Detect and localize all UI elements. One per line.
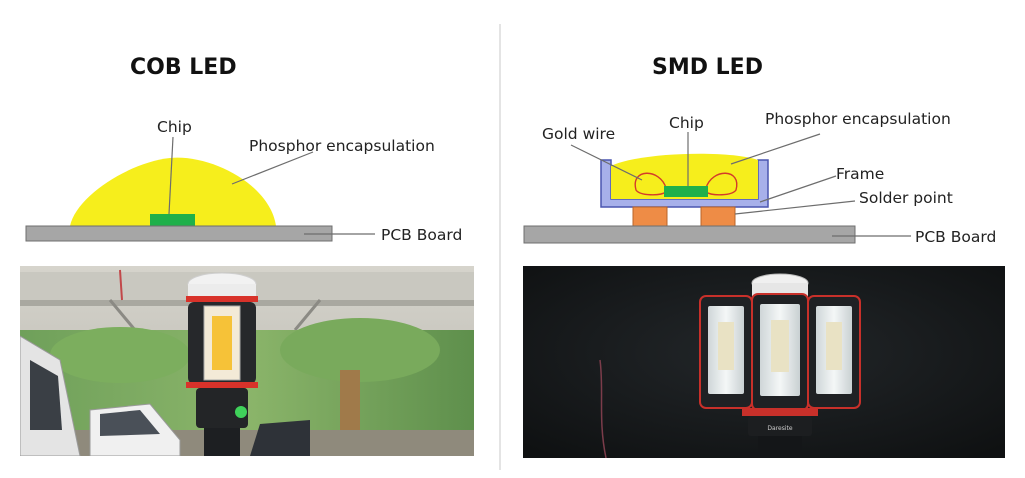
- cob-photo: [20, 266, 474, 456]
- smd-phosphor-leader: [730, 133, 821, 165]
- cob-title: COB LED: [130, 55, 237, 80]
- cob-phosphor-label: Phosphor encapsulation: [249, 137, 435, 155]
- smd-frame-label: Frame: [836, 165, 884, 183]
- smd-section: SMD LED Gold wire Chip Phosphor encapsul…: [523, 55, 996, 246]
- smd-gold-wire-label: Gold wire: [542, 125, 615, 143]
- cob-pcb-board: [25, 225, 333, 242]
- smd-panel-left: [699, 295, 753, 409]
- cob-phosphor-leader: [231, 151, 314, 185]
- smd-solder-label: Solder point: [859, 189, 953, 207]
- smd-pcb-label: PCB Board: [915, 228, 996, 246]
- smd-title: SMD LED: [652, 55, 763, 80]
- smd-panel-right: [807, 295, 861, 409]
- smd-gold-wire-right: [705, 172, 738, 196]
- smd-solder-left: [632, 206, 668, 227]
- smd-chip-label: Chip: [669, 114, 704, 132]
- cob-phosphor-dome: [70, 157, 276, 226]
- cob-chip: [150, 214, 195, 226]
- smd-solder-leader: [734, 200, 856, 215]
- smd-gold-wire-leader: [570, 144, 643, 181]
- smd-pcb-board: [523, 225, 856, 244]
- smd-phosphor: [611, 153, 758, 199]
- cob-chip-label: Chip: [157, 118, 192, 136]
- cob-pcb-label: PCB Board: [381, 226, 462, 244]
- smd-frame-leader: [759, 175, 837, 203]
- smd-photo: Daresite: [523, 266, 1005, 458]
- smd-gold-wire-left: [634, 172, 667, 196]
- cob-section: COB LED Chip Phosphor encapsulation PCB …: [25, 55, 462, 244]
- smd-chip: [664, 186, 708, 197]
- smd-photo-brand: Daresite: [767, 425, 792, 432]
- smd-solder-right: [700, 206, 736, 227]
- smd-panel-center: [751, 293, 809, 411]
- smd-phosphor-label: Phosphor encapsulation: [765, 110, 951, 128]
- cob-lamp: [186, 272, 258, 456]
- cob-chip-leader: [168, 136, 174, 215]
